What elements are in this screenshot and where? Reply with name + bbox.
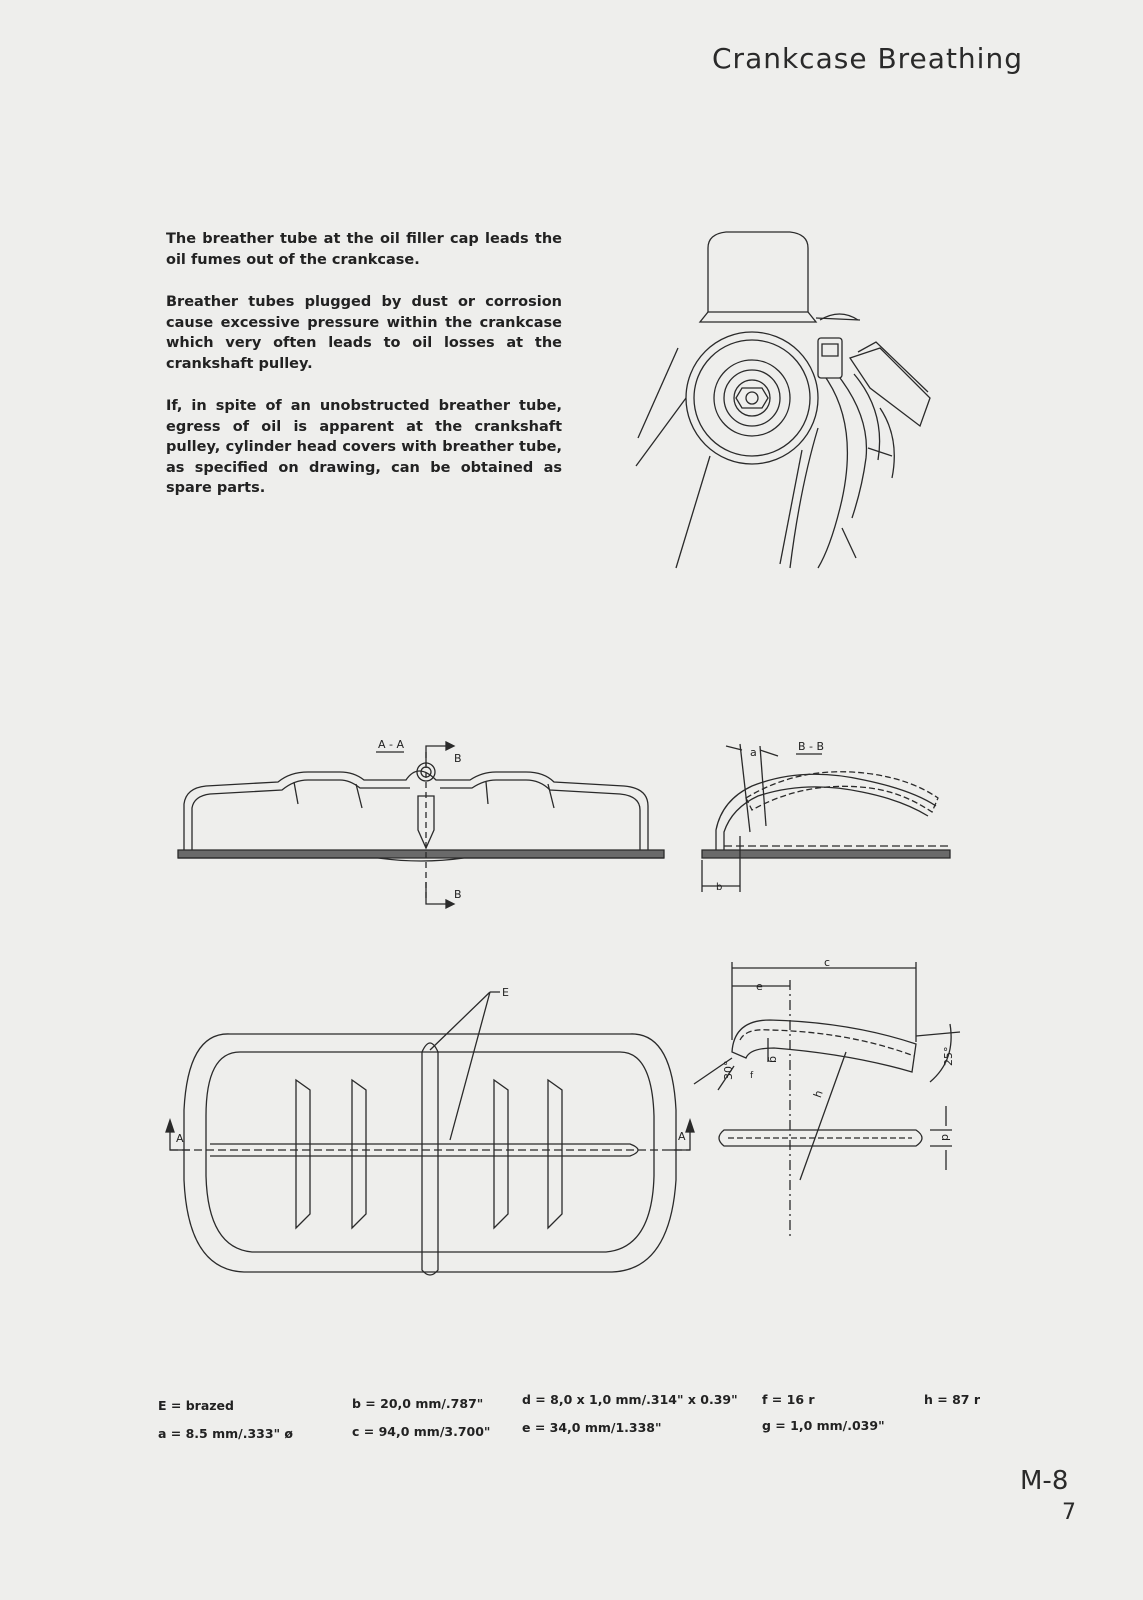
b-marker-top: B <box>454 752 462 765</box>
spec-f: f = 16 r <box>762 1392 815 1407</box>
page-number: 7 <box>1062 1500 1076 1525</box>
angle-30-label: 30° <box>722 1061 735 1081</box>
a-marker-right: A <box>678 1130 686 1143</box>
spec-b: b = 20,0 mm/.787" <box>352 1396 484 1411</box>
callout-e-label: E <box>502 986 509 999</box>
cover-plan-drawing: E A A <box>160 986 700 1300</box>
dim-b-label: b <box>716 882 722 893</box>
spec-a: a = 8.5 mm/.333" ø <box>158 1426 294 1441</box>
dim-a-label: a <box>750 746 757 759</box>
section-bb-drawing: B - B a b <box>702 740 972 893</box>
dim-f-label: f <box>750 1071 754 1081</box>
section-aa-label: A - A <box>378 738 404 751</box>
page-title: Crankcase Breathing <box>712 42 1023 75</box>
dim-h-label: h <box>811 1088 826 1099</box>
paragraph-plugged-tubes: Breather tubes plugged by dust or corros… <box>166 294 562 372</box>
section-bb-label: B - B <box>798 740 824 753</box>
page-code: M-8 <box>1020 1466 1069 1496</box>
section-aa-drawing: A - A B B <box>178 738 690 910</box>
paragraph-spare-parts: If, in spite of an unobstructed breather… <box>166 398 562 496</box>
spec-c: c = 94,0 mm/3.700" <box>352 1424 491 1439</box>
spec-e: E = brazed <box>158 1398 234 1413</box>
paragraph-breather-tube: The breather tube at the oil filler cap … <box>166 231 562 268</box>
angle-25-label: 25° <box>942 1047 955 1067</box>
spec-e-dim: e = 34,0 mm/1.338" <box>522 1420 662 1435</box>
spec-g: g = 1,0 mm/.039" <box>762 1418 885 1433</box>
breather-tube-detail: c e g f 30° 25° h d <box>690 956 980 1250</box>
spec-h: h = 87 r <box>924 1392 980 1407</box>
body-text: The breather tube at the oil filler cap … <box>166 229 562 521</box>
engine-illustration <box>630 228 960 588</box>
spec-d: d = 8,0 x 1,0 mm/.314" x 0.39" <box>522 1392 738 1407</box>
dim-c-label: c <box>824 956 830 969</box>
dim-e-label: e <box>756 980 763 993</box>
a-marker-left: A <box>176 1132 184 1145</box>
dim-g-label: g <box>767 1056 780 1063</box>
b-marker-bottom: B <box>454 888 462 901</box>
dim-d-label: d <box>939 1134 952 1141</box>
